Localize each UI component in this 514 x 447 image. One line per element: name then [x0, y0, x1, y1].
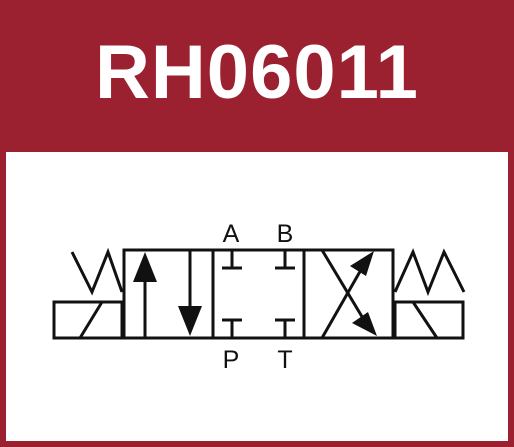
right-solenoid-diagonal — [411, 301, 439, 339]
right-position-cross-2 — [320, 249, 366, 321]
arrow-up-right-icon — [350, 251, 374, 276]
header-bar: RH06011 — [0, 0, 514, 152]
arrow-down-icon — [178, 306, 202, 336]
left-solenoid-diagonal — [78, 301, 104, 339]
arrow-up-icon — [133, 252, 157, 282]
left-solenoid-box — [52, 300, 124, 340]
valve-envelope — [122, 248, 395, 340]
port-label-p: P — [223, 346, 240, 374]
right-solenoid-box — [393, 300, 465, 340]
product-code: RH06011 — [95, 30, 419, 115]
arrow-down-right-icon — [352, 312, 377, 336]
right-spring-icon — [393, 248, 466, 297]
port-label-b: B — [277, 220, 294, 248]
left-spring-icon — [70, 247, 124, 296]
symbol-panel — [6, 152, 508, 441]
port-label-a: A — [223, 220, 240, 248]
port-label-t: T — [277, 346, 292, 374]
right-position-cross-1 — [320, 267, 364, 339]
